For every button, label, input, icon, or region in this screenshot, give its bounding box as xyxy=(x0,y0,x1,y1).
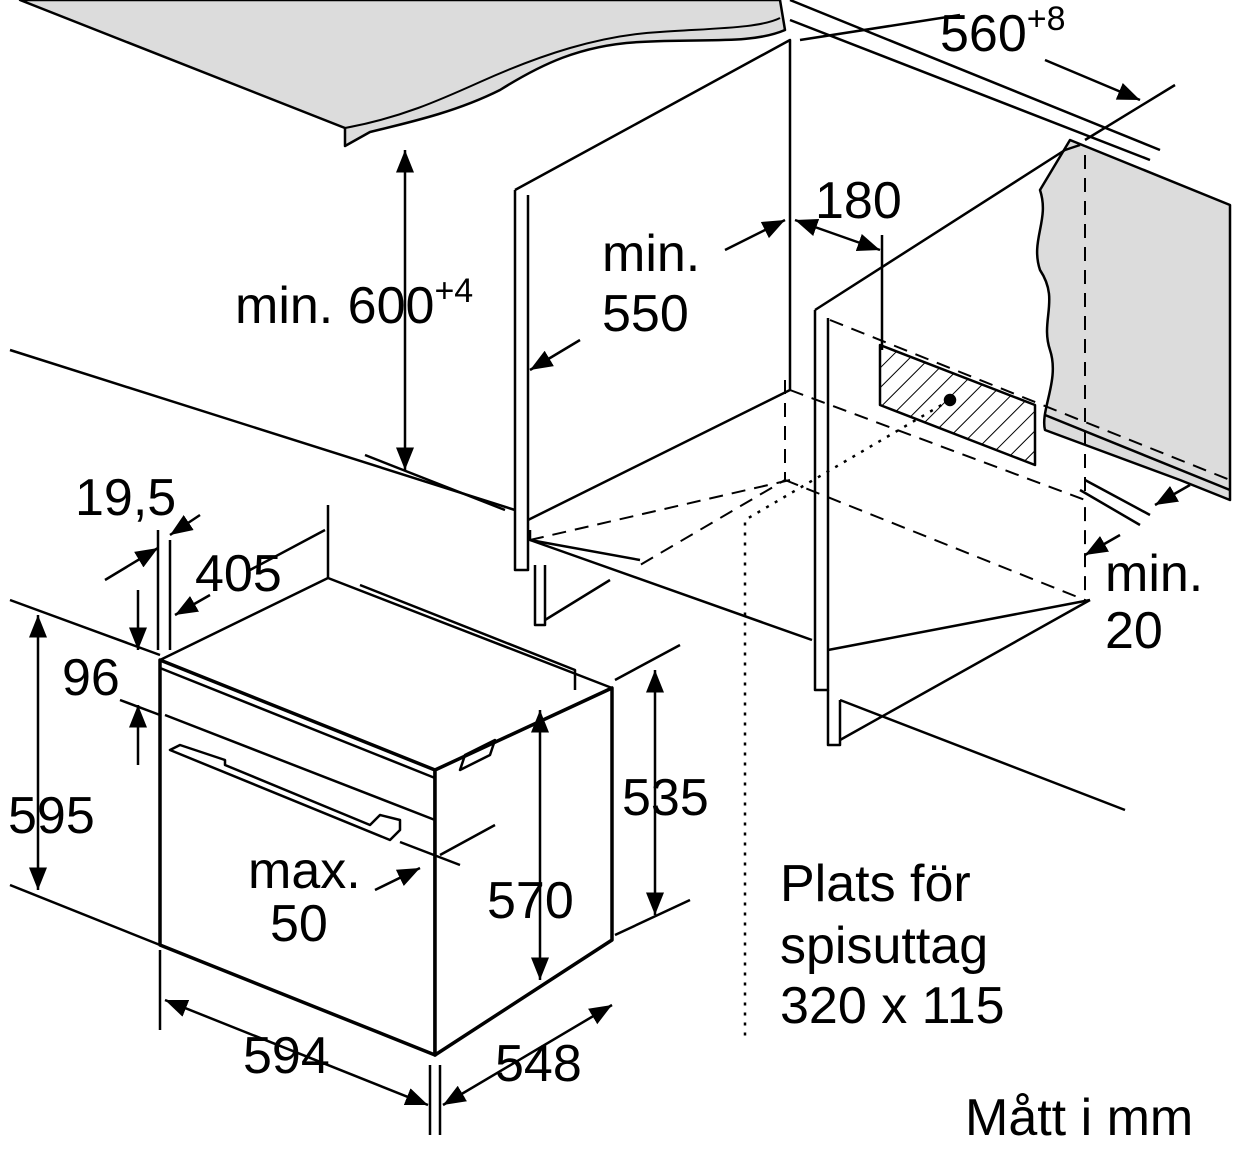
oven-handle xyxy=(168,743,402,842)
socket-note-line3: 320 x 115 xyxy=(780,977,1005,1035)
oven-side xyxy=(433,686,614,1057)
dimension-gap-label: min. xyxy=(1105,545,1204,603)
socket-note-line1: Plats för xyxy=(780,855,971,913)
dimension-niche-width: 560+8 xyxy=(940,2,1066,63)
countertop-right xyxy=(1035,138,1232,502)
dimension-handle-label: max. xyxy=(248,842,361,900)
socket-note-line2: spisuttag xyxy=(780,917,989,975)
dimension-oven-depth: 548 xyxy=(495,1035,582,1093)
dimension-socket-offset: 180 xyxy=(815,172,902,230)
dimension-tolerance: +4 xyxy=(434,272,474,310)
dimension-oven-width: 594 xyxy=(243,1027,330,1085)
dimension-oven-height: 595 xyxy=(8,787,95,845)
dimension-niche-depth: 550 xyxy=(602,285,689,343)
dimension-front-thickness: 19,5 xyxy=(75,469,177,527)
socket-area xyxy=(878,343,1037,467)
dimension-top-depth: 405 xyxy=(195,545,282,603)
dimension-handle: 50 xyxy=(270,895,328,953)
dimension-tolerance: +8 xyxy=(1026,0,1066,38)
dimension-inner-height: 570 xyxy=(487,872,574,930)
units-note: Mått i mm xyxy=(965,1089,1194,1147)
countertop xyxy=(18,0,787,148)
dimension-panel-height: 96 xyxy=(62,649,120,707)
dimension-value: min. 600 xyxy=(235,277,435,335)
dimension-gap: 20 xyxy=(1105,602,1163,660)
dimension-niche-depth-label: min. xyxy=(602,225,701,283)
dimension-body-height: 535 xyxy=(622,769,709,827)
dimension-niche-height: min. 600+4 xyxy=(235,274,473,335)
dimension-value: 560 xyxy=(940,5,1027,63)
